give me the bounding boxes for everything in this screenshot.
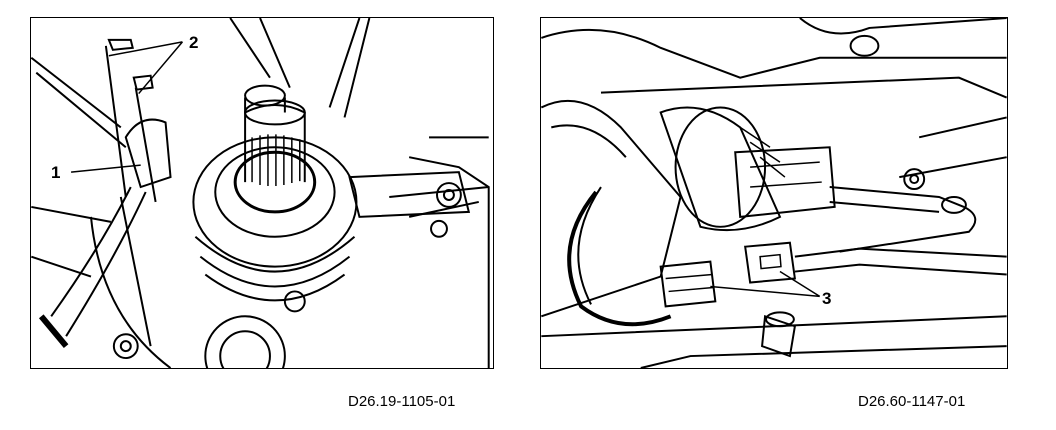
transmission-clutch-illustration xyxy=(31,18,490,368)
lever-pivot xyxy=(436,182,462,208)
shaft-tip xyxy=(244,84,286,107)
sensor-body xyxy=(659,106,782,232)
figure-left-caption: D26.19-1105-01 xyxy=(348,393,456,410)
housing-bore xyxy=(204,315,286,368)
bolt-2 xyxy=(132,74,157,203)
leader-3 xyxy=(710,270,821,298)
callout-3: 3 xyxy=(822,289,832,308)
housing-top xyxy=(541,28,1007,79)
input-shaft xyxy=(244,104,306,183)
sensor-tube xyxy=(829,186,965,208)
leader-2 xyxy=(108,41,184,95)
sensor-bracket xyxy=(124,118,172,189)
wire-harness xyxy=(50,186,147,337)
figure-right-caption: D26.60-1147-01 xyxy=(858,393,966,410)
release-bearing-inner xyxy=(214,146,336,238)
wire-loop xyxy=(567,190,672,327)
bell-housing xyxy=(541,99,682,318)
plug-cable xyxy=(794,247,1007,276)
stud xyxy=(761,314,797,358)
callout-1: 1 xyxy=(51,163,61,182)
sensor-connector-illustration xyxy=(541,18,1007,368)
leader-1 xyxy=(71,164,141,173)
plug-left xyxy=(659,260,717,308)
bearing-rings xyxy=(194,236,356,302)
figure-right-drawing: 3 xyxy=(540,17,1008,369)
bolt-1 xyxy=(104,38,134,198)
plug-right xyxy=(744,241,797,284)
connector-block xyxy=(734,146,836,218)
release-lever xyxy=(348,171,471,218)
release-bearing-outer xyxy=(192,136,358,268)
figure-left-drawing: 1 2 xyxy=(30,17,494,369)
background-lines xyxy=(31,56,127,278)
housing-edge xyxy=(89,196,172,368)
callout-2: 2 xyxy=(189,33,199,52)
